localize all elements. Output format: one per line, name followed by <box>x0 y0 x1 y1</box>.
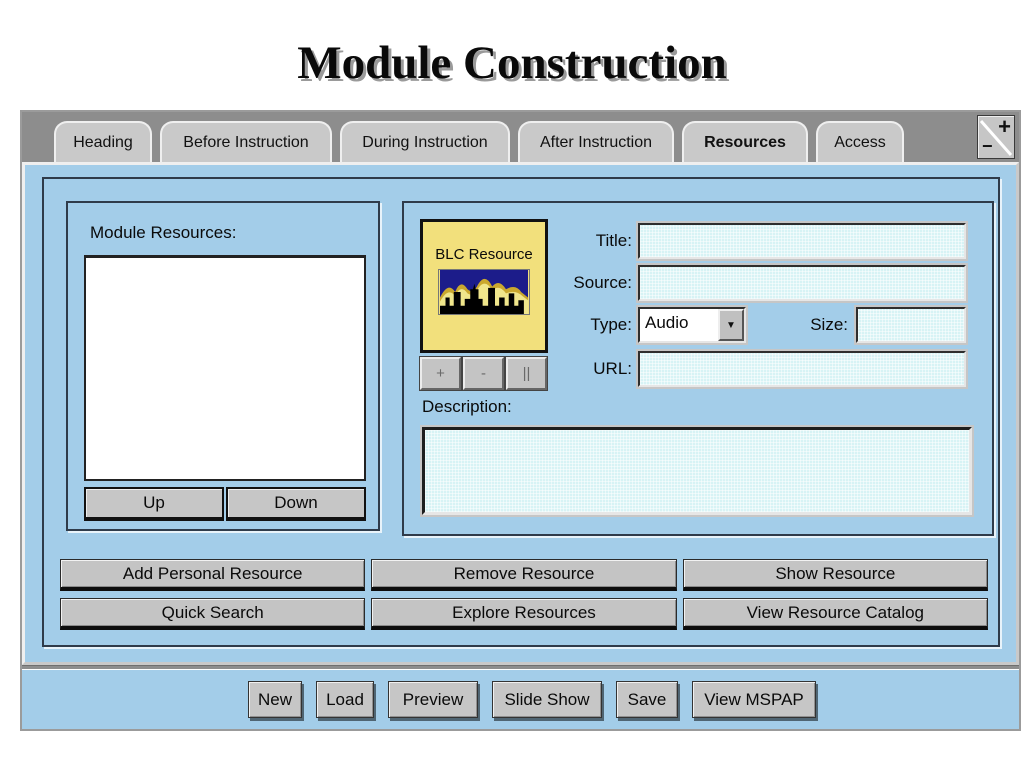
quick-search-button[interactable]: Quick Search <box>60 598 366 630</box>
blc-resource-card: BLC Resource <box>420 219 548 353</box>
add-personal-resource-button[interactable]: Add Personal Resource <box>60 559 366 591</box>
action-row-1: Add Personal Resource Remove Resource Sh… <box>60 559 988 591</box>
module-resources-panel: Module Resources: Up Down <box>66 201 380 531</box>
view-mspap-button[interactable]: View MSPAP <box>692 681 816 718</box>
module-resources-label: Module Resources: <box>90 223 237 242</box>
title-label: Title: <box>595 231 632 250</box>
up-button[interactable]: Up <box>84 487 224 521</box>
tab-before-instruction[interactable]: Before Instruction <box>160 121 332 162</box>
module-construction-window: Heading Before Instruction During Instru… <box>20 110 1021 731</box>
tab-strip: Heading Before Instruction During Instru… <box>22 112 1019 162</box>
type-combobox[interactable]: Audio ▼ <box>638 307 746 343</box>
tab-during-instruction[interactable]: During Instruction <box>340 121 510 162</box>
add-resource-mini-button[interactable]: + <box>419 356 462 391</box>
url-input[interactable] <box>638 351 966 387</box>
font-size-control[interactable]: + − <box>977 114 1015 159</box>
tab-access[interactable]: Access <box>816 121 904 162</box>
decrease-font-icon[interactable]: − <box>982 136 993 156</box>
blc-resource-title: BLC Resource <box>435 246 533 263</box>
description-textarea[interactable] <box>422 427 972 515</box>
content-footer-divider <box>22 665 1019 670</box>
description-label: Description: <box>422 397 512 416</box>
source-label: Source: <box>573 273 632 292</box>
size-input[interactable] <box>856 307 966 343</box>
module-resources-listbox[interactable] <box>84 255 366 481</box>
size-label: Size: <box>810 315 848 334</box>
footer-button-bar: New Load Preview Slide Show Save View MS… <box>22 670 1019 729</box>
increase-font-icon[interactable]: + <box>998 114 1011 139</box>
remove-resource-button[interactable]: Remove Resource <box>371 559 677 591</box>
url-label: URL: <box>593 359 632 378</box>
type-value: Audio <box>645 313 689 332</box>
title-input[interactable] <box>638 223 966 259</box>
explore-resources-button[interactable]: Explore Resources <box>371 598 677 630</box>
show-resource-button[interactable]: Show Resource <box>682 559 988 591</box>
dropdown-arrow-icon: ▼ <box>726 319 736 331</box>
combo-arrow-button[interactable]: ▼ <box>718 309 744 341</box>
type-label: Type: <box>590 315 632 334</box>
down-button[interactable]: Down <box>226 487 366 521</box>
new-button[interactable]: New <box>248 681 302 718</box>
page-title: Module Construction <box>297 37 727 89</box>
inner-panel: Module Resources: Up Down BLC Resource <box>42 177 1000 647</box>
source-input[interactable] <box>638 265 966 301</box>
remove-resource-mini-button[interactable]: - <box>462 356 505 391</box>
slide-show-button[interactable]: Slide Show <box>492 681 602 718</box>
resources-tab-panel: Module Resources: Up Down BLC Resource <box>22 162 1019 665</box>
tab-heading[interactable]: Heading <box>54 121 152 162</box>
resource-detail-panel: BLC Resource + - || Title: Source: <box>402 201 994 536</box>
diagonal-divider-icon <box>979 120 1013 156</box>
action-row-2: Quick Search Explore Resources View Reso… <box>60 598 988 630</box>
tab-after-instruction[interactable]: After Instruction <box>518 121 674 162</box>
city-skyline-icon <box>438 269 530 315</box>
save-button[interactable]: Save <box>616 681 678 718</box>
tab-resources[interactable]: Resources <box>682 121 808 162</box>
view-resource-catalog-button[interactable]: View Resource Catalog <box>682 598 988 630</box>
resource-card-controls: + - || <box>419 356 548 391</box>
pause-resource-mini-button[interactable]: || <box>505 356 548 391</box>
preview-button[interactable]: Preview <box>388 681 478 718</box>
load-button[interactable]: Load <box>316 681 374 718</box>
